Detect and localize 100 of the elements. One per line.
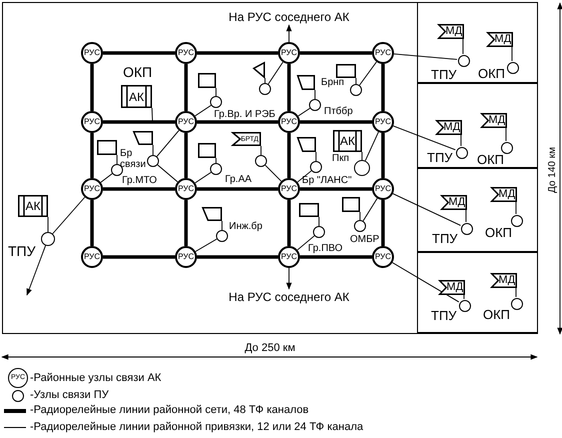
panel-box [417, 2, 538, 83]
trunk-line [90, 133, 94, 178]
trunk-line [381, 133, 385, 178]
trunk-line [197, 120, 278, 124]
flag-symbol [342, 197, 360, 212]
arrow [26, 245, 46, 296]
trunk-line [103, 120, 175, 124]
flag-symbol [299, 203, 319, 217]
trunk-line [300, 120, 372, 124]
link-line [364, 132, 379, 162]
destination-text: На РУС соседнего АК [215, 9, 363, 25]
link-line [152, 108, 176, 122]
link-line [264, 78, 266, 84]
unit-label: Гр.АА [225, 174, 252, 185]
trunk-line [184, 133, 188, 178]
unit-label: ОКП [477, 154, 504, 165]
link-line [260, 146, 262, 156]
legend-text: -Районные узлы связи АК [30, 371, 162, 385]
unit-label: Бр "ЛАНС" [302, 175, 352, 186]
flag-symbol: МД [491, 273, 517, 288]
flag-symbol: МД [487, 32, 513, 47]
link-line [297, 235, 315, 250]
legend-text: -Узлы связи ПУ [30, 388, 109, 402]
unit-label: ТПУ [431, 310, 457, 321]
flag-symbol: МД [491, 187, 517, 202]
link-line [392, 262, 460, 302]
link-line [392, 193, 462, 226]
unit-label: Пкп [332, 153, 349, 164]
trunk-line [300, 187, 372, 191]
trunk-line [184, 64, 188, 111]
unit-label: Птббр [324, 106, 353, 117]
flag-symbol: МД [438, 24, 464, 39]
unit-label: ОКП [485, 227, 512, 238]
unit-label: Гр.Вр. И РЭБ [214, 109, 276, 120]
unit-label: Инж.бр [229, 221, 262, 232]
link-line [152, 144, 154, 156]
link-line [195, 238, 218, 252]
unit-label: ОКП [483, 309, 510, 320]
link-line [268, 62, 284, 84]
flag-symbol: АК [333, 130, 362, 152]
flag-symbol [97, 140, 117, 155]
destination-text: На РУС соседнего АК [215, 289, 363, 305]
trunk-line [103, 255, 175, 259]
arrow [286, 268, 292, 290]
flag-symbol: АК [18, 195, 48, 217]
link-line [157, 164, 178, 182]
flag-symbol [336, 64, 356, 78]
trunk-line [300, 255, 372, 259]
trunk-line [197, 187, 278, 191]
trunk-line [287, 200, 291, 246]
flag-symbol [198, 143, 216, 158]
trunk-line [287, 64, 291, 111]
legend-text: -Радиорелейные линии районной привязки, 12 или 24 ТФ канала [30, 420, 364, 434]
link-line [462, 38, 464, 54]
trunk-line [381, 200, 385, 246]
panel-box [417, 252, 538, 333]
trunk-line [287, 133, 291, 178]
trunk-line [103, 187, 175, 191]
link-line [318, 216, 320, 226]
unit-label: ТПУ [431, 69, 457, 80]
link-line [394, 54, 458, 60]
legend-text: -Радиорелейные линии районной сети, 48 ТФ каналов [30, 403, 309, 417]
flag-symbol [297, 137, 316, 152]
flag-symbol: МД [481, 113, 507, 128]
link-line [116, 154, 118, 164]
dimension-label: До 250 км [244, 341, 296, 355]
unit-label: Брнп [321, 77, 344, 88]
unit-label: ОМБР [350, 234, 380, 245]
trunk-line [300, 51, 372, 55]
trunk-line [197, 255, 278, 259]
link-line [392, 126, 456, 150]
trunk-line [90, 200, 94, 246]
trunk-line [184, 200, 188, 246]
unit-label: Гр.МТО [122, 175, 157, 186]
flag-symbol: АК [121, 85, 152, 108]
unit-label: Гр.ПВО [308, 243, 342, 254]
trunk-line [381, 64, 385, 111]
link-line [297, 170, 312, 182]
panel-box [417, 168, 538, 252]
link-line [100, 173, 113, 183]
link-line [460, 134, 462, 146]
unit-label: ТПУ [8, 246, 36, 257]
unit-label: Бр связи [120, 148, 147, 170]
trunk-line [90, 64, 94, 111]
link-line [264, 164, 282, 182]
link-line [314, 90, 316, 100]
arrow [286, 24, 292, 42]
unit-label: ТПУ [427, 152, 453, 163]
link-line [52, 196, 86, 234]
panel-box [417, 83, 538, 168]
flag-symbol: МД [439, 280, 465, 295]
flag-symbol [202, 207, 222, 221]
flag-symbol [253, 62, 265, 78]
trunk-line [197, 51, 278, 55]
dimension-label: До 140 км [546, 146, 559, 195]
link-line [156, 130, 180, 157]
unit-label: ОКП [478, 68, 506, 79]
flag-symbol [297, 75, 315, 90]
trunk-line [103, 51, 175, 55]
link-line [362, 198, 378, 222]
